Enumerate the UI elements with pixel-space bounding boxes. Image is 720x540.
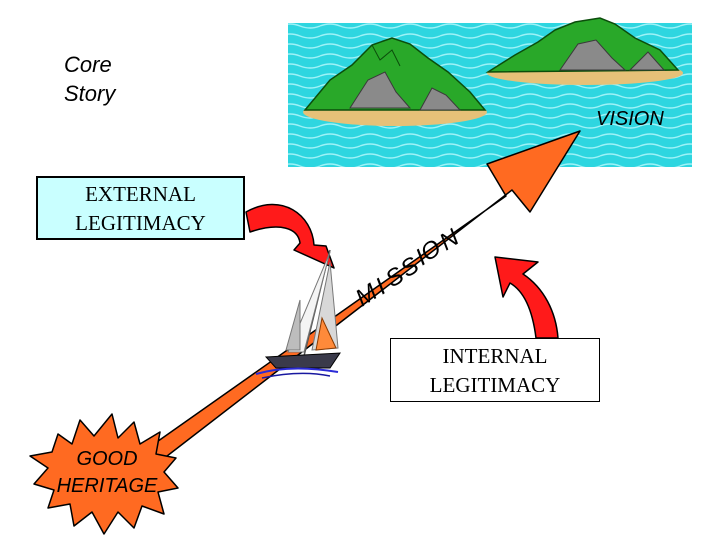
title-line-1: Core: [64, 52, 112, 77]
external-legitimacy-line-2: LEGITIMACY: [75, 211, 206, 235]
good-heritage-line-1: GOOD: [76, 448, 138, 470]
external-curved-arrow: [245, 203, 335, 269]
external-legitimacy-line-1: EXTERNAL: [85, 182, 196, 206]
mission-arrow: [143, 130, 581, 464]
good-heritage-label: GOOD HERITAGE: [42, 446, 172, 500]
heritage-starburst: [29, 413, 179, 535]
internal-curved-arrow: [494, 256, 559, 339]
internal-legitimacy-line-2: LEGITIMACY: [429, 373, 561, 397]
external-legitimacy-box: EXTERNAL LEGITIMACY: [36, 176, 245, 240]
sailboat-icon: [255, 249, 341, 379]
page-title: Core Story: [64, 50, 115, 108]
vision-label: VISION: [596, 108, 664, 130]
good-heritage-line-2: HERITAGE: [56, 475, 158, 497]
mission-label: M I S S I O N: [351, 224, 465, 312]
internal-legitimacy-box: INTERNAL LEGITIMACY: [390, 338, 600, 402]
island-scene: [288, 17, 692, 167]
internal-legitimacy-line-1: INTERNAL: [442, 344, 548, 368]
title-line-2: Story: [64, 81, 116, 106]
